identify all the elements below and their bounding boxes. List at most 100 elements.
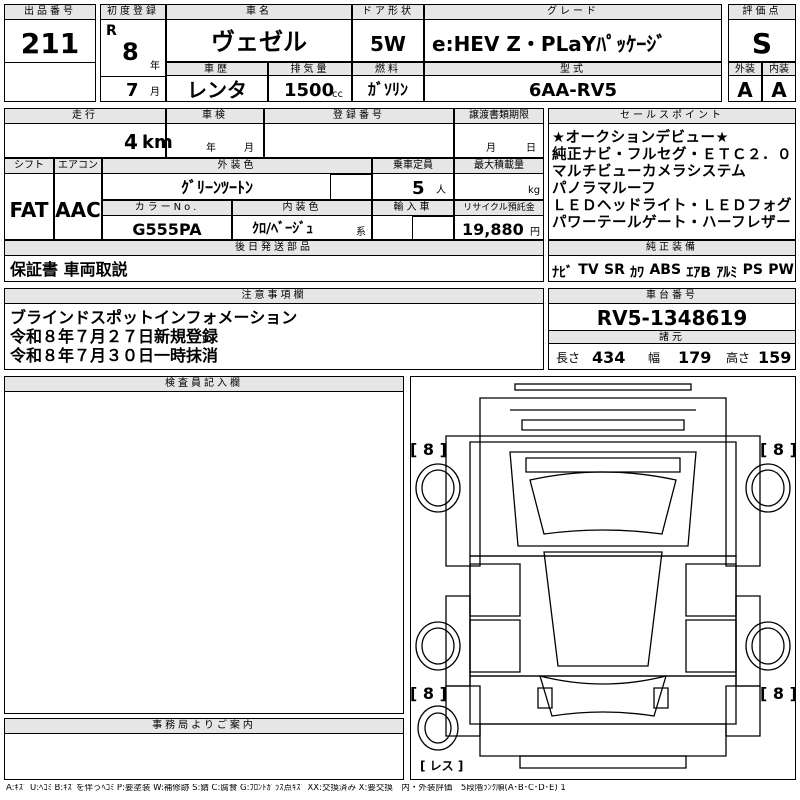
inspection-year-unit: 年: [206, 143, 216, 154]
right-front-fender: [725, 435, 761, 567]
spare-tire-label: [ レス ]: [420, 759, 464, 773]
roof: [543, 551, 663, 667]
sales-point: パワーテールゲート・ハーフレザー: [552, 215, 792, 231]
note-line: ブラインドスポットインフォメーション: [10, 308, 298, 327]
rear-right-door: [685, 619, 737, 673]
sales-point: ★オークションデビュー★: [552, 130, 729, 146]
interior-label: 内装: [762, 62, 796, 76]
transfer-month-unit: 月: [486, 143, 496, 154]
sales-points-list: ★オークションデビュー★ 純正ナビ・フルセグ・ＥＴＣ２．０ マルチビューカメラシ…: [552, 130, 792, 232]
height-label: 高さ: [726, 351, 751, 365]
height: 159: [758, 348, 792, 367]
car-diagram-box: [410, 376, 796, 780]
equipment-item: ｶﾜ: [630, 265, 645, 281]
front-bumper-top: [514, 383, 692, 391]
displacement-unit: cc: [332, 89, 343, 100]
mileage-unit: km: [142, 132, 173, 153]
equipment-item: ｴｱB: [686, 265, 712, 281]
rear-window: [539, 675, 667, 717]
length-label: 長さ: [556, 351, 581, 365]
front-left-door: [469, 563, 521, 617]
body-front: [469, 441, 737, 557]
recycle-label: リサイクル預託金: [454, 200, 544, 216]
load-unit: kg: [528, 185, 541, 196]
sales-point: パノラマルーフ: [552, 181, 657, 197]
door-label: ドア形状: [352, 4, 424, 20]
inspection-month-unit: 月: [244, 143, 254, 154]
grade: e:HEV Z・PLaYﾊﾟｯｹｰｼﾞ: [432, 32, 667, 56]
rear-left-wheel: [415, 621, 461, 671]
fuel: ｶﾞｿﾘﾝ: [367, 80, 408, 99]
era: R: [106, 23, 117, 39]
chassis-label: 車台番号: [548, 288, 796, 304]
mileage: 4: [124, 130, 138, 154]
note-line: 令和８年７月３０日一時抹消: [10, 346, 219, 365]
recycle-unit: 円: [530, 227, 540, 238]
tire-fl-depth: [ 8 ]: [410, 440, 447, 459]
equipment-list: ﾅﾋﾞ TV SR ｶﾜ ABS ｴｱB ｱﾙﾐ PS PW: [552, 262, 794, 282]
year-unit: 年: [150, 61, 160, 72]
model: 6AA-RV5: [528, 80, 618, 101]
grade-label: グレード: [424, 4, 722, 20]
equipment-item: PW: [768, 262, 794, 278]
history-label: 車歴: [166, 62, 268, 76]
office-label: 事務局よりご案内: [4, 718, 404, 734]
import-sub: [412, 216, 454, 240]
sales-points-label: セールスポイント: [548, 108, 796, 124]
front-right-door: [685, 563, 737, 617]
later-parts-label: 後日発送部品: [4, 240, 544, 256]
rear-left-door: [469, 619, 521, 673]
first-reg-month: 7: [126, 80, 139, 101]
month-unit: 月: [150, 87, 160, 98]
note-line: 令和８年７月２７日新規登録: [10, 327, 219, 346]
tire-rr-depth: [ 8 ]: [760, 684, 797, 703]
equipment-item: ABS: [649, 262, 682, 278]
exterior-label: 外装: [728, 62, 762, 76]
recycle-fee: 19,880: [462, 220, 524, 239]
equipment-item: PS: [742, 262, 763, 278]
width-label: 幅: [648, 351, 661, 365]
model-label: 型式: [424, 62, 722, 76]
capacity: 5: [412, 178, 425, 199]
chassis-number: RV5-1348619: [596, 306, 748, 330]
car-name-label: 車名: [166, 4, 352, 20]
car-diagram: [415, 383, 791, 769]
equipment-item: SR: [603, 262, 625, 278]
lot-number-sub: [4, 62, 96, 102]
reg-no-label: 登録番号: [264, 108, 454, 124]
ac-label: エアコン: [54, 158, 102, 174]
first-reg-label: 初度登録: [100, 4, 166, 20]
int-color-suffix: 系: [356, 227, 366, 238]
first-reg-month-cell: [100, 76, 166, 102]
rear-right-wheel: [745, 621, 791, 671]
windshield: [529, 471, 677, 535]
notes-list: ブラインドスポットインフォメーション 令和８年７月２７日新規登録 令和８年７月３…: [10, 308, 297, 365]
equipment-label: 純正装備: [548, 240, 796, 256]
rear-bumper: [479, 723, 727, 757]
int-color: ｸﾛ/ﾍﾞｰｼﾞｭ: [252, 221, 314, 237]
equipment-item: ﾅﾋﾞ: [552, 265, 573, 281]
color-no-label: カラーNo.: [102, 200, 232, 216]
rear-body: [469, 675, 737, 725]
tire-rl-depth: [ 8 ]: [410, 684, 447, 703]
ext-color: ｸﾞﾘｰﾝﾂｰﾄﾝ: [180, 178, 253, 197]
inspector-box: [4, 376, 404, 714]
right-rear-fender: [725, 685, 761, 737]
width: 179: [678, 348, 712, 367]
door-type: 5W: [370, 32, 406, 56]
displacement: 1500: [284, 80, 335, 101]
transfer-label: 譲渡書類期限: [454, 108, 544, 124]
load-label: 最大積載量: [454, 158, 544, 174]
inspection-label: 車検: [166, 108, 264, 124]
lot-number-label: 出品番号: [4, 4, 96, 20]
ext-color-label: 外装色: [102, 158, 372, 174]
car-name: ヴェゼル: [211, 28, 307, 56]
first-reg-year: 8: [122, 38, 139, 66]
front-right-wheel: [745, 463, 791, 513]
dims-label: 諸元: [548, 330, 796, 344]
shift-label: シフト: [4, 158, 54, 174]
hood: [509, 451, 697, 547]
sales-point: ＬＥＤヘッドライト・ＬＥＤフォグ: [552, 198, 792, 214]
left-front-fender: [445, 435, 481, 567]
sales-point: マルチビューカメラシステム: [552, 164, 747, 180]
